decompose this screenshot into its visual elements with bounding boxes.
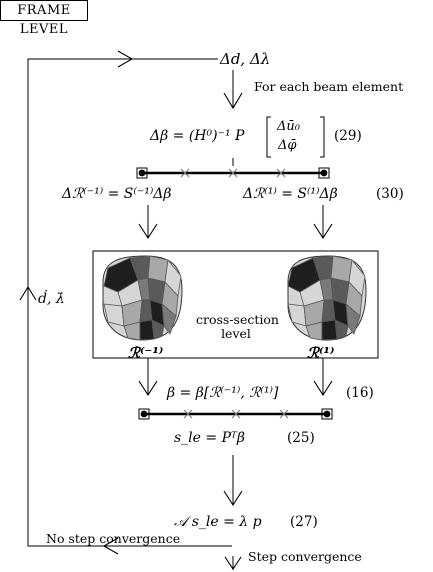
down-arrow-4 (224, 556, 242, 570)
down-arrow-left-b (138, 358, 158, 397)
beam-element-top (136, 167, 330, 179)
down-arrow-left-a (138, 205, 158, 240)
for-each-label: For each beam element (254, 79, 404, 94)
down-arrow-right-a (313, 205, 333, 240)
no-step-convergence-label: No step convergence (46, 531, 181, 546)
cross-section-label-line1: cross-section (196, 312, 279, 327)
eq16-number: (16) (346, 385, 374, 401)
loop-arrow-top (117, 50, 134, 68)
eq27-number: (27) (290, 514, 318, 530)
eq29-matrix-top: Δū₀ (277, 119, 300, 134)
loop-arrow-bottom (102, 537, 119, 555)
r-right-label: ℛ⁽¹⁾ (307, 344, 335, 362)
frame-level-title: FRAME LEVEL (0, 0, 88, 37)
eq30-number: (30) (376, 186, 404, 202)
beam-element-bottom (138, 408, 333, 420)
eq25: s_le = Pᵀβ (174, 430, 245, 446)
eq25-number: (25) (287, 430, 315, 446)
eq16: β = β[ℛ⁽⁻¹⁾, ℛ⁽¹⁾] (167, 385, 279, 401)
cross-section-label: cross-section level (196, 312, 279, 341)
step-convergence-label: Step convergence (248, 549, 362, 564)
cross-section-box (92, 250, 379, 359)
rate-label: ḋ, λ̇ (38, 291, 65, 307)
down-arrow-right-b (313, 358, 333, 397)
cross-section-mesh-right (287, 255, 367, 341)
loop-arrow-left (19, 285, 37, 301)
cross-section-label-line2: level (221, 326, 251, 341)
down-arrow-1 (223, 70, 243, 110)
eq30-right: Δℛ⁽¹⁾ = S⁽¹⁾Δβ (243, 186, 338, 202)
down-arrow-3 (223, 455, 243, 507)
eq29-matrix-bottom: Δφ̄ (278, 138, 297, 153)
r-left-label: ℛ⁽⁻¹⁾ (128, 344, 164, 362)
increment-top: Δd, Δλ (220, 50, 271, 68)
feedback-loop-line (27, 58, 232, 547)
cross-section-mesh-left (102, 255, 183, 341)
eq27: 𝒜 s_le = λ p (174, 514, 262, 530)
eq29-matrix-brackets (266, 116, 325, 158)
eq30-left: Δℛ⁽⁻¹⁾ = S⁽⁻¹⁾Δβ (62, 186, 172, 202)
eq29-lhs: Δβ = (H⁰)⁻¹ P (150, 128, 245, 144)
eq29-number: (29) (334, 128, 362, 144)
